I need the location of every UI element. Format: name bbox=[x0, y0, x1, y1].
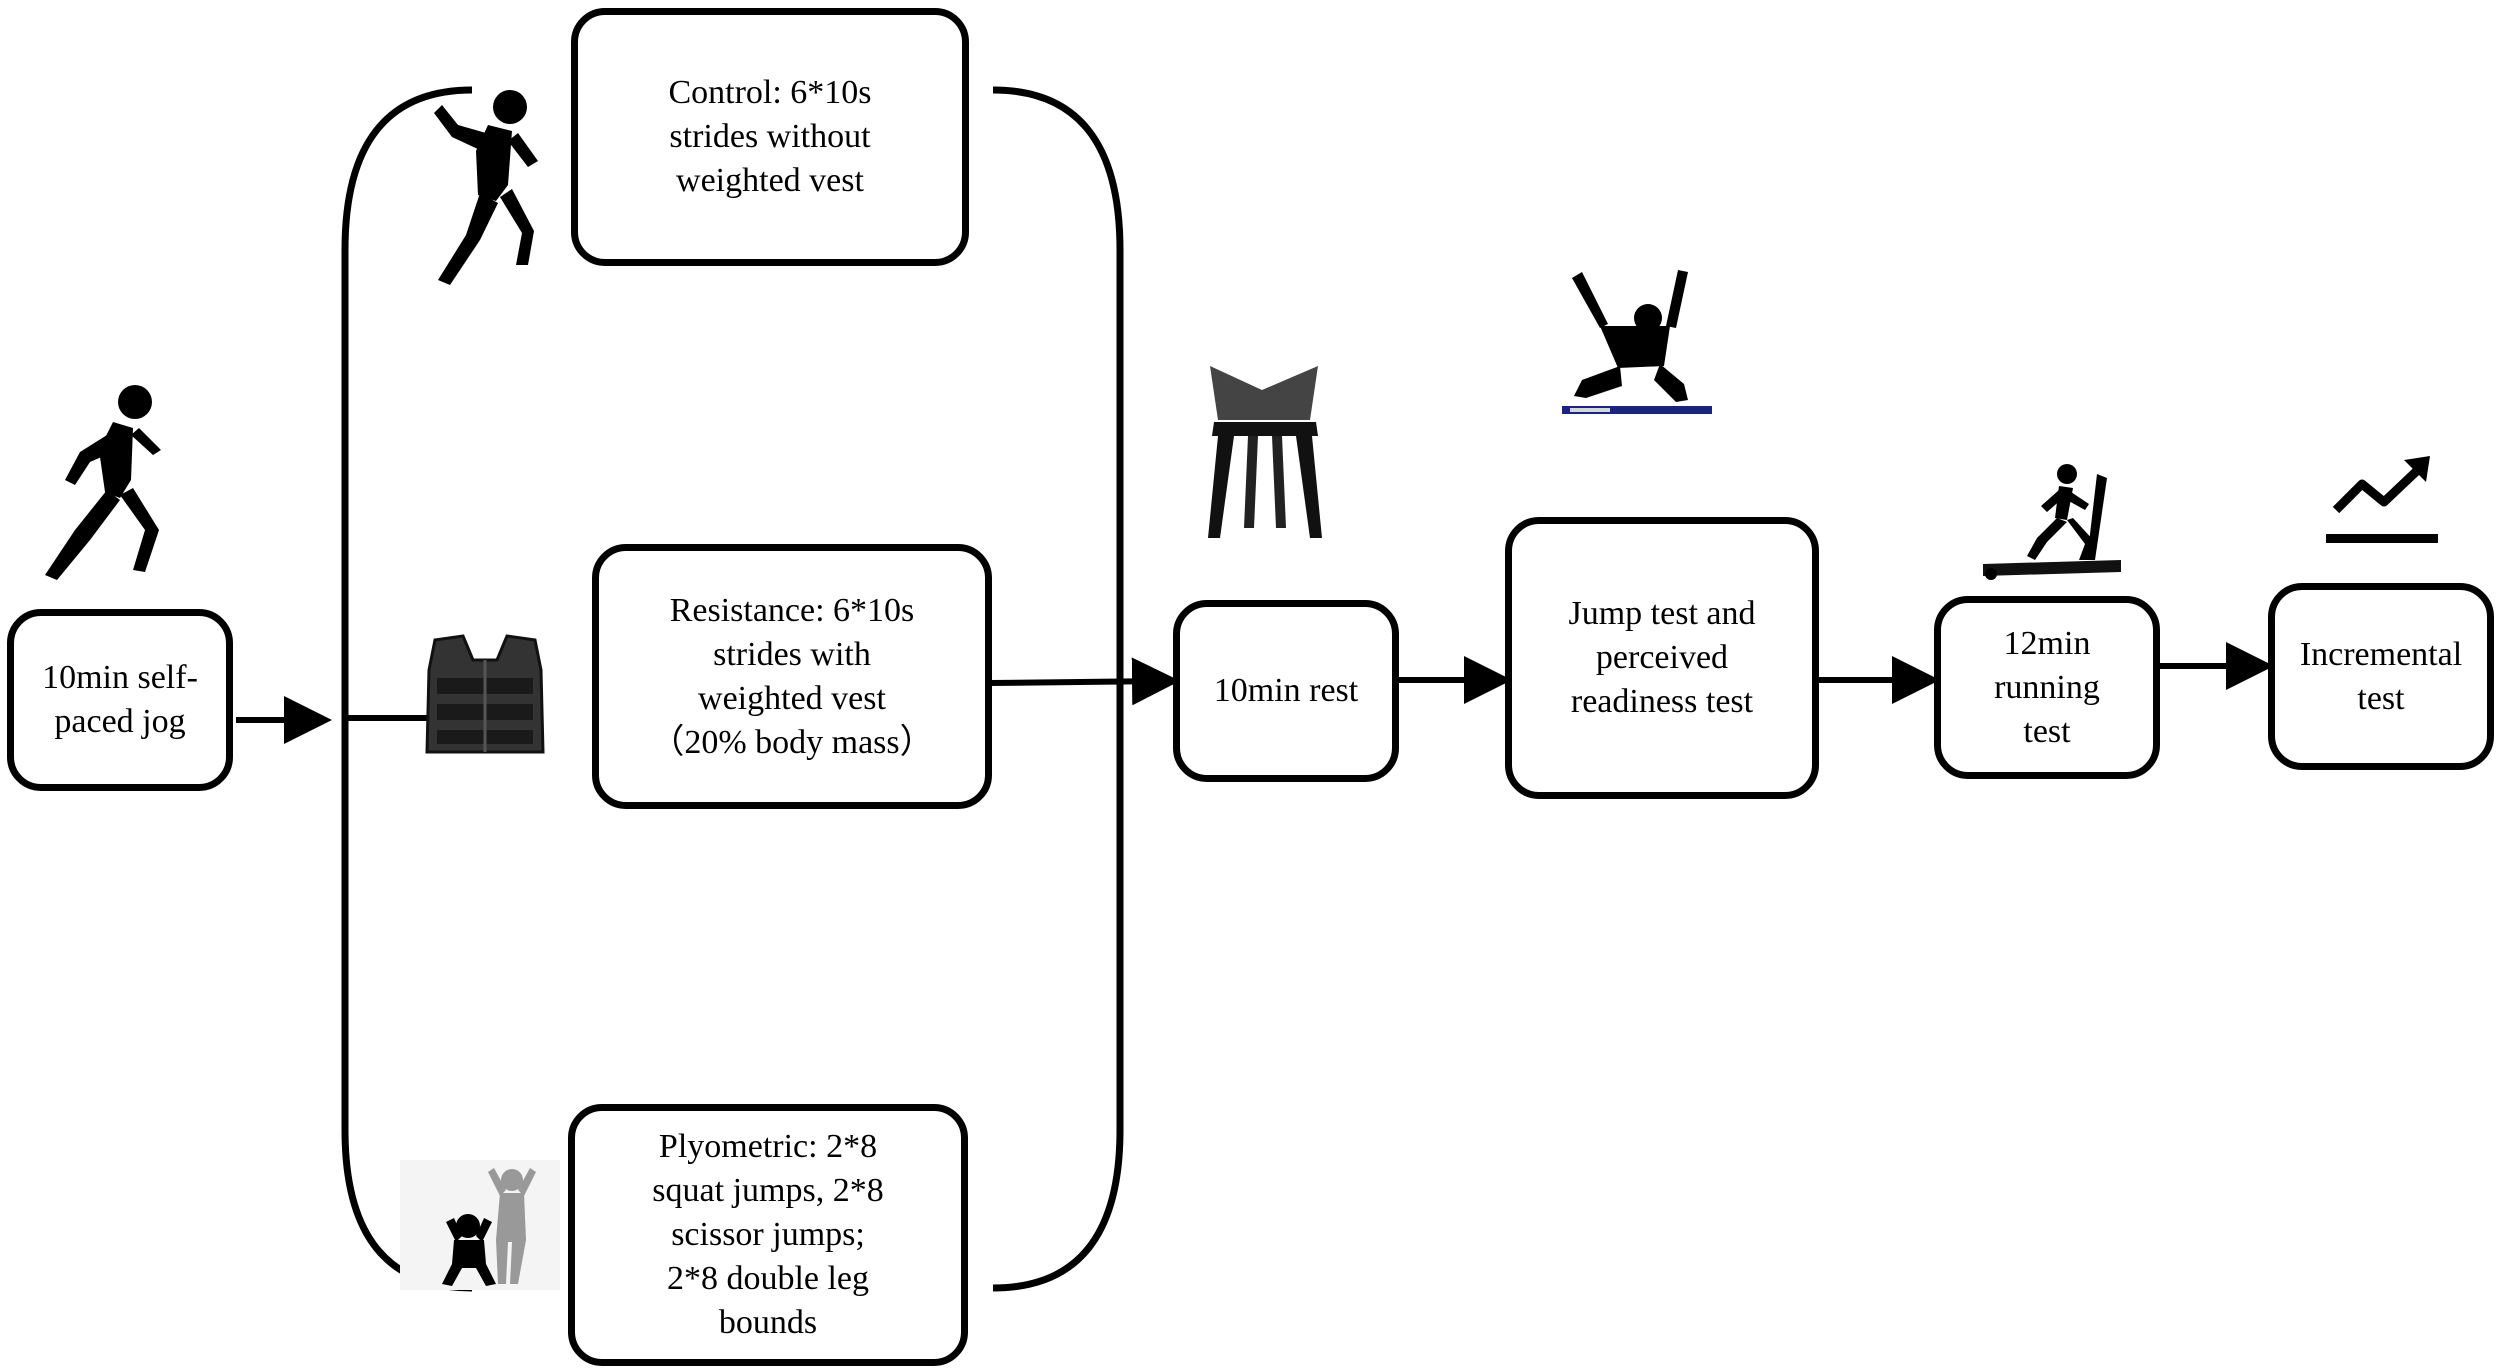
trend-up-icon bbox=[2326, 456, 2438, 543]
treadmill-runner-icon bbox=[1983, 464, 2121, 580]
box-self-paced-jog-label: 10min self- paced jog bbox=[42, 659, 198, 740]
sprinter-icon bbox=[434, 90, 538, 285]
box-incremental-test: Incremental test bbox=[2268, 583, 2494, 770]
box-incremental-test-label: Incremental test bbox=[2299, 635, 2463, 717]
box-plyometric-label: Plyometric: 2*8 squat jumps, 2*8 scissor… bbox=[652, 1128, 884, 1341]
box-jump-readiness-label: Jump test and perceived readiness test bbox=[1568, 595, 1756, 720]
box-jump-readiness: Jump test and perceived readiness test bbox=[1505, 517, 1819, 799]
runner-icon bbox=[45, 385, 161, 580]
box-self-paced-jog: 10min self- paced jog bbox=[7, 609, 233, 791]
box-rest-label: 10min rest bbox=[1213, 672, 1359, 709]
arrow-resistance-to-rest bbox=[989, 657, 1180, 706]
box-running-test: 12min running test bbox=[1934, 596, 2160, 779]
box-plyometric: Plyometric: 2*8 squat jumps, 2*8 scissor… bbox=[568, 1104, 968, 1366]
box-resistance-label: Resistance: 6*10s strides with weighted … bbox=[650, 591, 934, 761]
chair-icon bbox=[1208, 366, 1322, 538]
box-running-test-label: 12min running test bbox=[1994, 624, 2100, 750]
box-resistance: Resistance: 6*10s strides with weighted … bbox=[592, 544, 992, 809]
box-control: Control: 6*10s strides without weighted … bbox=[571, 8, 969, 266]
weighted-vest-icon bbox=[425, 634, 545, 754]
squat-jump-icon bbox=[400, 1160, 560, 1290]
box-control-label: Control: 6*10s strides without weighted … bbox=[668, 74, 872, 199]
jumping-person-icon bbox=[1562, 270, 1712, 414]
branch-bracket-right bbox=[992, 86, 1124, 1292]
box-rest: 10min rest bbox=[1173, 600, 1399, 782]
